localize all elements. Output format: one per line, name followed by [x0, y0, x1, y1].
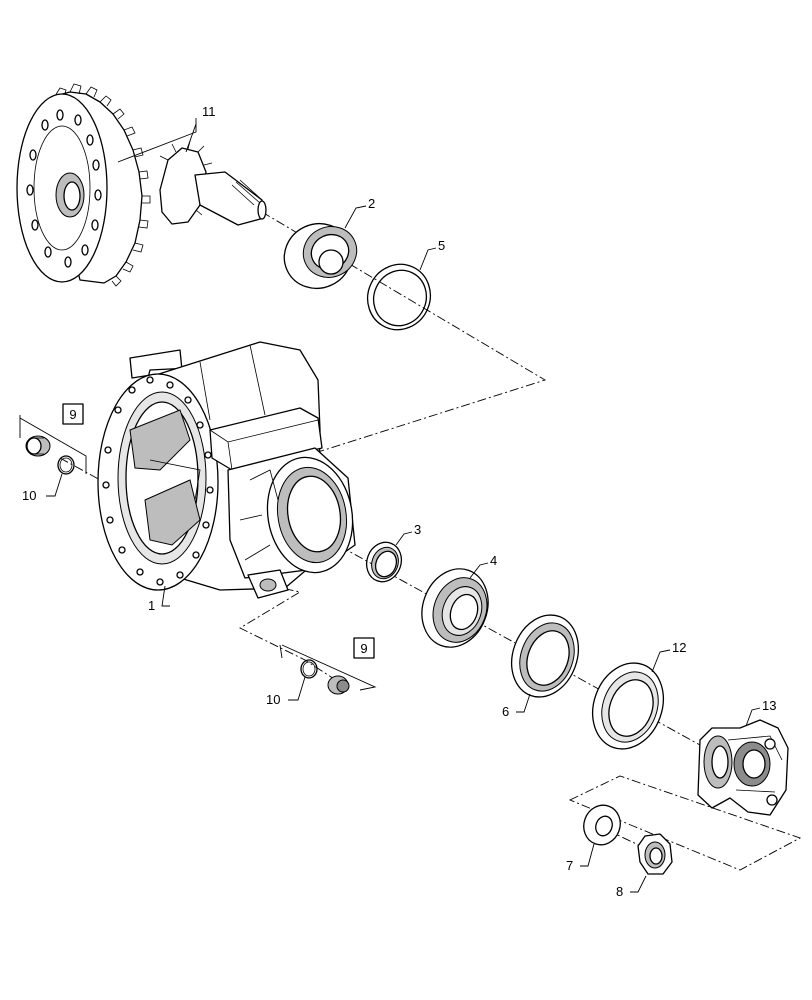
o-ring-lower	[300, 659, 318, 679]
callout-leaders	[117, 118, 761, 893]
callout-13: 13	[762, 698, 776, 713]
shim-ring-3	[365, 541, 403, 583]
filler-plug-lower	[327, 675, 350, 695]
callout-6: 6	[502, 704, 509, 719]
callout-11: 11	[202, 104, 216, 119]
callout-2: 2	[368, 196, 375, 211]
filler-plug-upper	[25, 435, 51, 457]
pinion-bearing	[283, 222, 358, 290]
callout-12: 12	[672, 640, 686, 655]
ring-gear-and-pinion	[16, 83, 267, 287]
callout-3: 3	[414, 522, 421, 537]
callout-9-lower: 9	[360, 641, 367, 656]
callout-7: 7	[566, 858, 573, 873]
callout-8: 8	[616, 884, 623, 899]
plug-kit-lower: 9 10	[266, 637, 377, 707]
dust-shield	[592, 662, 664, 750]
ring-gear-bolt-holes	[26, 109, 102, 268]
flange-bolt-holes	[102, 376, 214, 586]
pinion-gear	[159, 140, 267, 226]
plug-kit-upper: 9 10	[19, 403, 87, 503]
callout-10-upper: 10	[22, 488, 36, 503]
shim-ring-5	[366, 263, 432, 331]
callout-4: 4	[490, 553, 497, 568]
washer	[583, 804, 621, 846]
axle-housing	[97, 341, 356, 599]
oil-seal	[511, 614, 579, 698]
lock-nut	[637, 833, 673, 875]
callout-5: 5	[438, 238, 445, 253]
callout-9-upper: 9	[69, 407, 76, 422]
o-ring-upper	[57, 455, 75, 475]
outer-bearing	[421, 568, 489, 648]
callout-10-lower: 10	[266, 692, 280, 707]
callout-1: 1	[148, 598, 155, 613]
drive-yoke	[697, 719, 789, 816]
callout-box-9-lower	[353, 637, 375, 659]
callout-box-9-upper	[62, 403, 84, 425]
